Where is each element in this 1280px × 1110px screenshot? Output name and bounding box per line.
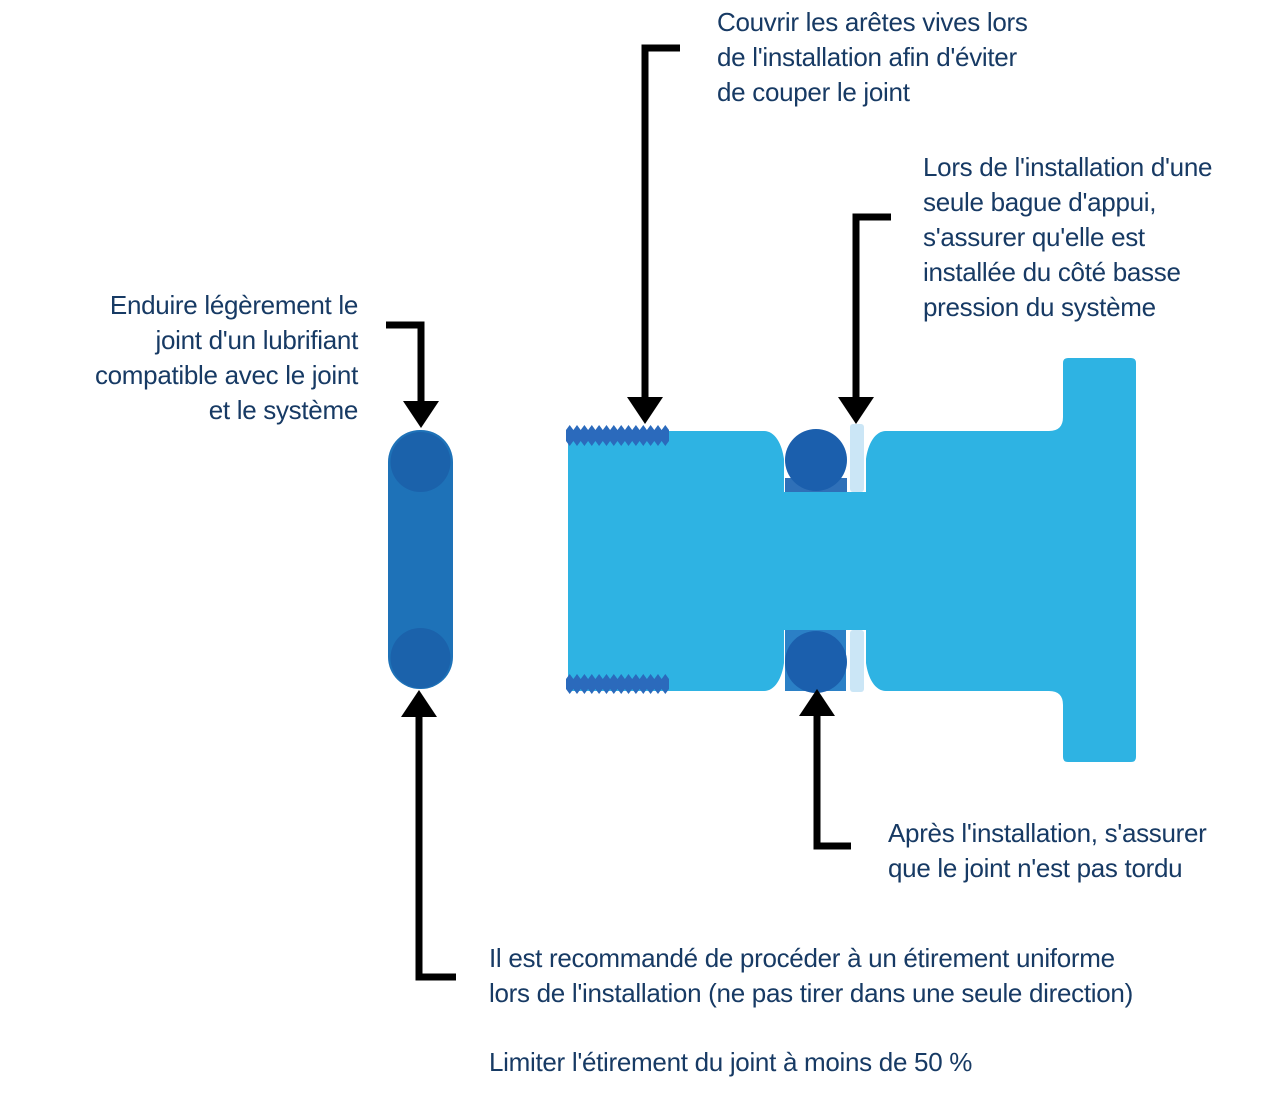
note-lubricate: Enduire légèrement le joint d'un lubrifi…: [20, 288, 358, 428]
arrow-lubricate: [386, 321, 439, 428]
arrow-not-twisted-head: [799, 689, 835, 716]
oring-side-view-end-top: [390, 432, 451, 492]
arrow-uniform-stretch: [401, 690, 456, 981]
arrow-uniform-stretch-head: [401, 690, 437, 717]
backup-ring-top: [850, 424, 864, 492]
oring-side-view-end-bottom: [390, 628, 451, 688]
fitting-cross-section: [568, 358, 1136, 762]
note-line: compatible avec le joint: [94, 360, 358, 390]
arrow-lubricate-head: [403, 401, 439, 428]
note-line: Il est recommandé de procéder à un étire…: [489, 943, 1115, 973]
note-line: Enduire légèrement le: [109, 290, 358, 320]
note-line: de couper le joint: [717, 77, 910, 107]
threads-top: [566, 425, 669, 446]
note-line: seule bague d'appui,: [923, 187, 1157, 217]
oring-side-view-body: [388, 430, 453, 689]
note-line: Couvrir les arêtes vives lors: [717, 7, 1028, 37]
arrow-cover-edges-head: [627, 397, 663, 424]
arrow-cover-edges: [627, 44, 680, 424]
backup-ring-bottom: [850, 630, 864, 692]
note-uniform-stretch: Il est recommandé de procéder à un étire…: [489, 941, 1133, 1011]
oring-cross-section-top: [785, 429, 847, 491]
arrow-backup-ring: [838, 213, 891, 424]
note-backup-ring: Lors de l'installation d'une seule bague…: [923, 150, 1212, 325]
note-not-twisted: Après l'installation, s'assurer que le j…: [888, 816, 1207, 886]
note-line: Après l'installation, s'assurer: [888, 818, 1207, 848]
note-stretch-limit: Limiter l'étirement du joint à moins de …: [489, 1045, 972, 1080]
note-line: s'assurer qu'elle est: [923, 222, 1145, 252]
note-cover-edges: Couvrir les arêtes vives lors de l'insta…: [717, 5, 1028, 110]
oring-cross-section-bottom: [785, 631, 847, 693]
note-line: que le joint n'est pas tordu: [888, 853, 1183, 883]
note-line: de l'installation afin d'éviter: [717, 42, 1017, 72]
arrow-backup-ring-head: [838, 397, 874, 424]
note-line: Lors de l'installation d'une: [923, 152, 1213, 182]
note-line: pression du système: [923, 292, 1156, 322]
note-line: joint d'un lubrifiant: [155, 325, 359, 355]
arrow-not-twisted: [799, 689, 851, 850]
threads-bottom: [566, 674, 669, 694]
note-line: installée du côté basse: [923, 257, 1181, 287]
note-line: lors de l'installation (ne pas tirer dan…: [489, 978, 1133, 1008]
note-line: et le système: [208, 395, 359, 425]
note-line: Limiter l'étirement du joint à moins de …: [489, 1047, 973, 1077]
